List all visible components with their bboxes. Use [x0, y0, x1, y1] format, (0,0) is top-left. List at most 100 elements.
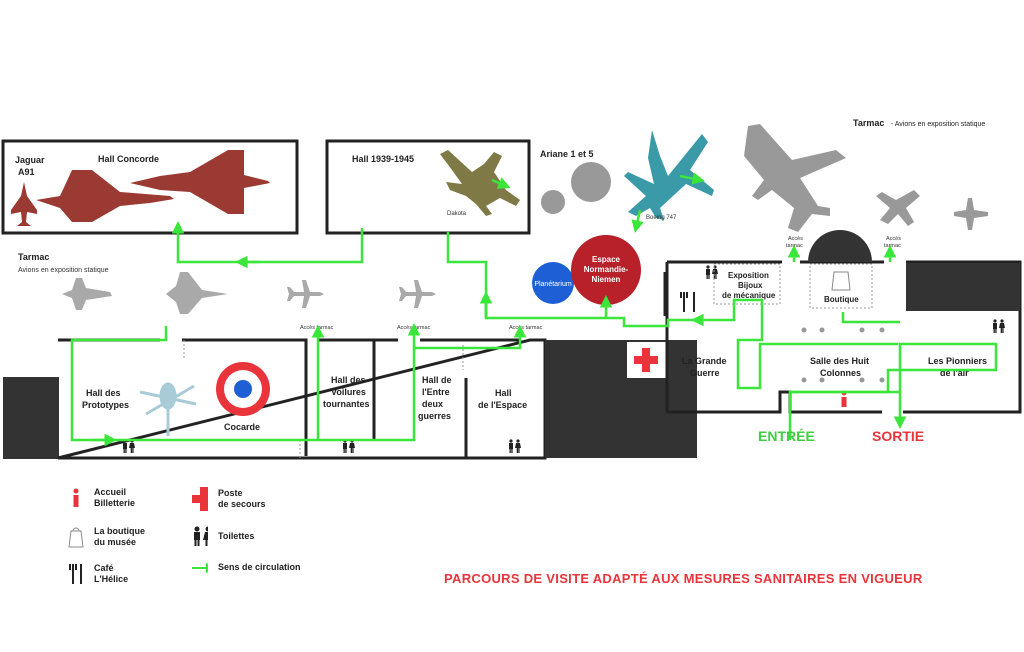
bijoux-label-3: de mécanique — [722, 291, 776, 300]
tarmac-top-label: Tarmac - Avions en exposition statique — [853, 118, 985, 128]
boeing-label: Boeing 747 — [646, 215, 677, 221]
tarmac-top-sub: - Avions en exposition statique — [891, 121, 986, 128]
dakota-label: Dakota — [447, 211, 467, 217]
concorde-plane-icon — [36, 170, 174, 222]
voilures-label-3: tournantes — [323, 399, 370, 409]
jaguar-label: Jaguar A91 — [15, 155, 47, 177]
espace-label-2: de l'Espace — [478, 400, 527, 410]
pionniers-label-2: de l'air — [940, 368, 969, 378]
visit-route — [70, 172, 998, 447]
fork-knife-icon — [68, 563, 84, 585]
entre-label-2: l'Entre — [422, 387, 450, 397]
cocarde-label: Cocarde — [224, 422, 260, 432]
legend-cafe-2: L'Hélice — [94, 574, 129, 584]
dome-block — [808, 230, 872, 262]
boutique-label: Boutique — [824, 295, 859, 304]
mirage-plane-icon — [166, 272, 228, 314]
jaguar-label-2: A91 — [18, 167, 35, 177]
toilets-icon-4 — [706, 265, 718, 279]
helicopter-icon — [139, 382, 197, 436]
ariane-label: Ariane 1 et 5 — [540, 149, 594, 159]
legend-toilettes-label: Toilettes — [218, 530, 255, 541]
left-annex-block — [3, 377, 59, 459]
espace-label-1: Hall — [495, 388, 512, 398]
voilures-label-1: Hall des — [331, 375, 366, 385]
hall-1939-label: Hall 1939-1945 — [352, 154, 414, 164]
acces-tarmac-4a: Accès — [788, 236, 803, 242]
hall-concorde-label: Hall Concorde — [98, 154, 159, 164]
pionniers-label-1: Les Pionniers — [928, 356, 987, 366]
grande-guerre-label-2: Guerre — [690, 368, 720, 378]
hall-1939-outline — [325, 139, 531, 235]
bijoux-label-1: Exposition — [728, 271, 769, 280]
legend-cafe-1: Café — [94, 563, 114, 573]
jet-plane-icon-1 — [287, 280, 324, 308]
legend-boutique-2: du musée — [94, 537, 137, 547]
entre-label-3: deux — [422, 399, 443, 409]
dark-block — [545, 340, 697, 458]
arrow-right-icon — [192, 562, 208, 573]
espace-normandie-niemen-dome[interactable] — [571, 235, 641, 305]
jet-plane-icon-2 — [399, 280, 436, 308]
jaguar-plane-icon — [11, 182, 37, 226]
huit-colonnes-label-1: Salle des Huit — [810, 356, 869, 366]
entre-label-1: Hall de — [422, 375, 452, 385]
boeing-plane-icon — [624, 130, 714, 220]
toilets-icon-3 — [509, 439, 521, 453]
shopping-bag-icon — [68, 525, 84, 549]
voilures-label-2: Voilures — [331, 387, 366, 397]
ariane-1-marker — [541, 190, 565, 214]
espace-nn-label-2: Normandie- — [584, 265, 629, 274]
prototypes-label-1: Hall des — [86, 388, 121, 398]
hall-concorde-outline — [1, 139, 299, 235]
shopping-bag-icon — [831, 271, 851, 291]
entree-label[interactable]: ENTRÉE — [758, 428, 815, 444]
huit-colonnes-label-2: Colonnes — [820, 368, 861, 378]
dark-block-right — [906, 263, 1020, 311]
planetarium-dome[interactable] — [532, 262, 574, 304]
acces-tarmac-5a: Accès — [886, 236, 901, 242]
legend-boutique-1: La boutique — [94, 526, 145, 536]
acces-tarmac-4b: tarmac — [786, 243, 803, 249]
tarmac-top-title: Tarmac — [853, 118, 884, 128]
toilets-icon-5 — [993, 319, 1005, 333]
small-plane-icon-2 — [954, 198, 988, 230]
legend-accueil-2: Billetterie — [94, 498, 136, 508]
fork-knife-icon — [680, 292, 695, 312]
small-plane-icon — [876, 190, 920, 226]
legend-secours-2: de secours — [218, 499, 266, 509]
espace-nn-label-1: Espace — [592, 255, 621, 264]
rafale-plane-icon — [62, 278, 112, 310]
espace-nn-label-3: Niemen — [592, 275, 621, 284]
legend-circulation: Sens de circulation — [192, 562, 301, 573]
legend-accueil-1: Accueil — [94, 487, 127, 497]
concorde-plane-icon-2 — [130, 150, 270, 214]
large-plane-icon — [744, 124, 846, 232]
info-icon — [68, 488, 84, 508]
jaguar-label-1: Jaguar — [15, 155, 45, 165]
visit-route-banner: PARCOURS DE VISITE ADAPTÉ AUX MESURES SA… — [444, 571, 923, 586]
entre-label-4: guerres — [418, 411, 451, 421]
tarmac-left-label: Tarmac — [18, 252, 49, 262]
ariane-5-marker — [571, 162, 611, 202]
planetarium-label: Planétarium — [534, 281, 572, 288]
legend-toilettes: Toilettes — [192, 526, 254, 546]
acces-tarmac-3: Accès tarmac — [509, 325, 543, 331]
legend-secours-1: Poste — [218, 488, 243, 498]
first-aid-cross-icon — [192, 487, 208, 511]
prototypes-label-2: Prototypes — [82, 400, 129, 410]
toilets-icon — [192, 526, 208, 546]
sortie-label[interactable]: SORTIE — [872, 428, 924, 444]
toilets-icon-2 — [343, 439, 355, 453]
columns — [801, 327, 885, 383]
legend-circulation-label: Sens de circulation — [218, 562, 301, 572]
grande-guerre-label-1: La Grande — [682, 356, 727, 366]
bijoux-label-2: Bijoux — [738, 281, 763, 290]
dakota-plane-icon — [440, 150, 520, 216]
first-aid-cross-icon — [634, 348, 658, 372]
